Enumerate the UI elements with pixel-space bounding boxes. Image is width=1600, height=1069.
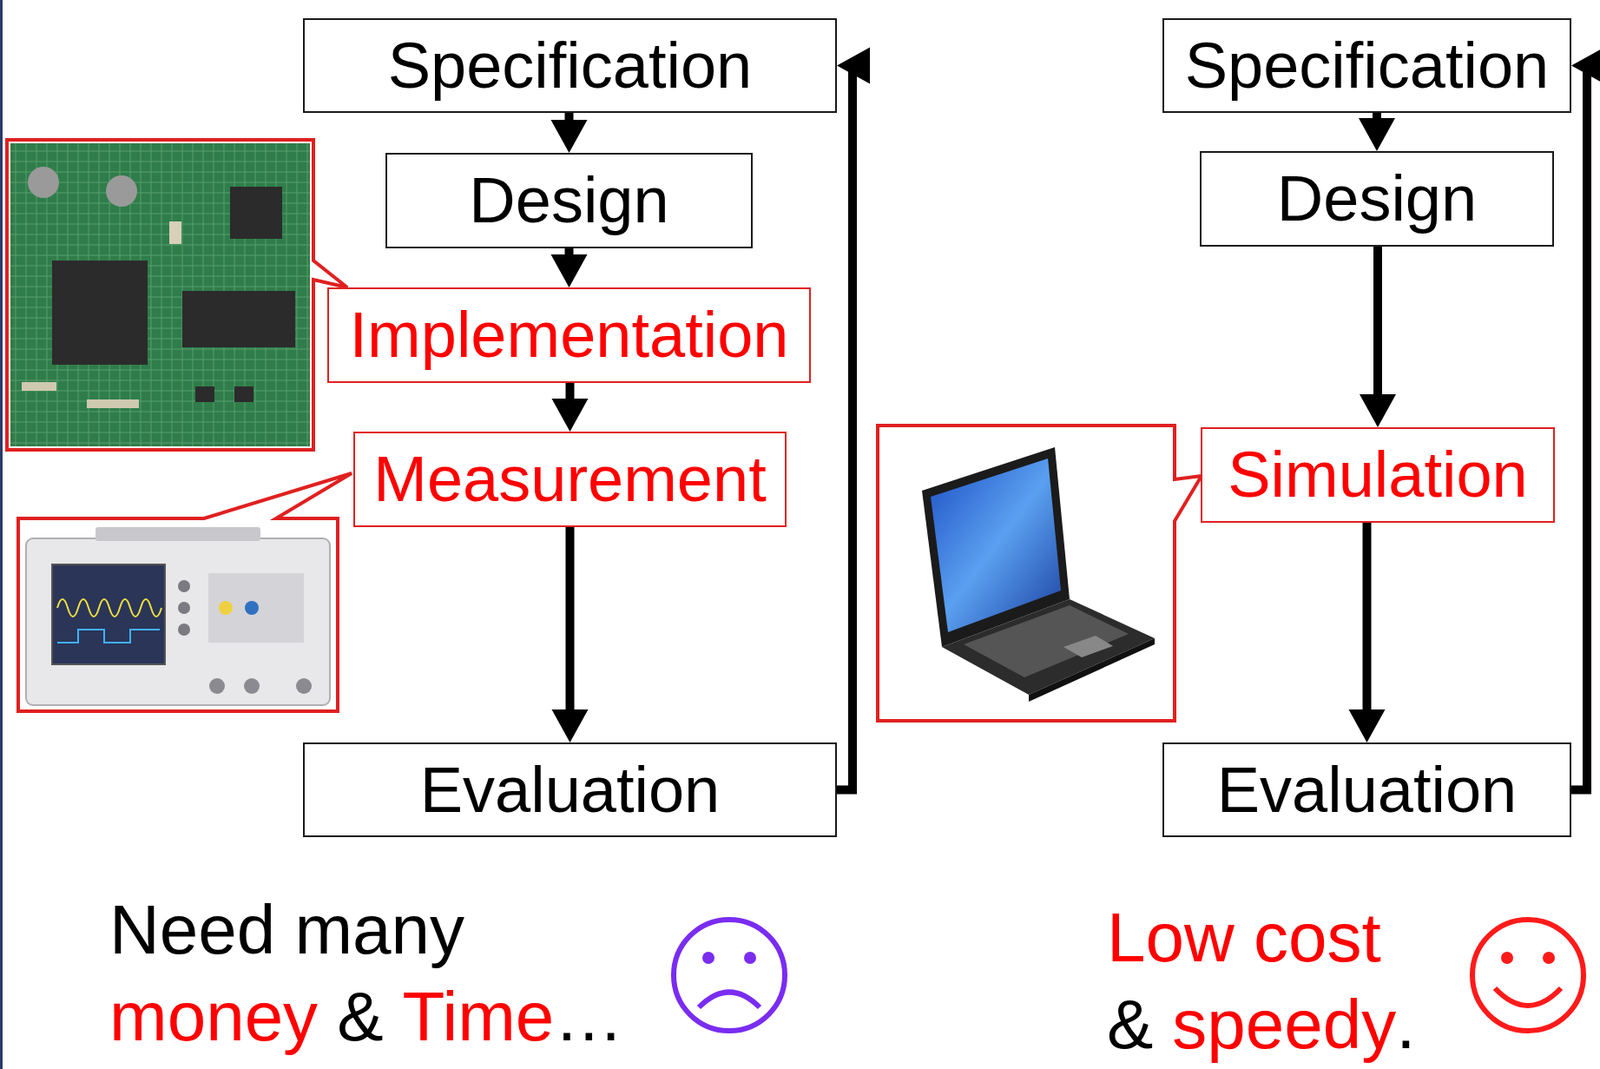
step-label: Implementation	[349, 299, 790, 370]
step-label: Evaluation	[1217, 754, 1518, 825]
arrow-head	[552, 709, 589, 743]
arrow-head	[1359, 394, 1396, 428]
callout-frame	[877, 425, 1202, 721]
arrow-head	[836, 47, 870, 85]
flow-arrow	[1571, 47, 1600, 791]
callout-frame	[18, 473, 352, 712]
caption-text: speedy	[1172, 989, 1396, 1060]
happy-face	[1472, 919, 1584, 1031]
arrow-line	[836, 65, 869, 791]
pcb-photo	[10, 143, 310, 447]
arrow-line	[1362, 522, 1372, 712]
laptop-picture	[921, 447, 1155, 702]
arrow-line	[566, 382, 575, 401]
caption-text: .	[1395, 989, 1416, 1060]
slide-edge	[0, 0, 3, 1069]
arrow-head	[552, 398, 589, 432]
flow-arrow	[552, 382, 589, 432]
arrow-head	[1358, 118, 1396, 152]
flow-arrow	[836, 47, 870, 791]
caption-text: &	[336, 981, 383, 1052]
process-box: Evaluation	[302, 742, 837, 837]
arrow-head	[1349, 709, 1386, 743]
step-label: Design	[468, 164, 669, 236]
caption-text: &	[1106, 989, 1153, 1060]
step-label: Evaluation	[420, 754, 721, 825]
flow-arrow	[551, 112, 588, 153]
highlighted-step-box: Measurement	[353, 431, 787, 527]
arrow-line	[566, 526, 575, 712]
process-box: Specification	[302, 18, 837, 113]
caption-text: …	[553, 981, 624, 1052]
highlighted-step-box: Implementation	[327, 287, 811, 383]
process-box: Design	[1199, 151, 1554, 247]
flow-arrow	[1349, 522, 1386, 743]
step-label: Specification	[388, 30, 753, 101]
caption-text: money	[109, 981, 318, 1052]
caption-text: Time	[401, 981, 554, 1052]
caption-text: Low cost	[1106, 902, 1382, 973]
caption-text: Need many	[109, 895, 465, 965]
flow-arrow	[551, 248, 588, 288]
sad-face	[673, 919, 785, 1031]
callout-frame	[6, 139, 348, 450]
arrow-line	[1571, 65, 1600, 791]
step-label: Specification	[1185, 30, 1550, 101]
process-box: Specification	[1162, 18, 1572, 113]
oscilloscope-photo	[26, 526, 330, 705]
arrow-line	[1373, 246, 1383, 396]
arrow-head	[1571, 47, 1600, 85]
arrow-head	[551, 119, 588, 153]
arrow-head	[551, 254, 588, 288]
process-box: Evaluation	[1162, 742, 1572, 837]
step-label: Measurement	[373, 443, 766, 514]
step-label: Simulation	[1227, 439, 1528, 510]
process-box: Design	[385, 152, 753, 249]
flow-arrow	[552, 526, 589, 743]
flow-arrow	[1358, 112, 1396, 152]
flow-arrow	[1359, 246, 1396, 428]
step-label: Design	[1277, 163, 1477, 234]
highlighted-step-box: Simulation	[1200, 427, 1555, 523]
